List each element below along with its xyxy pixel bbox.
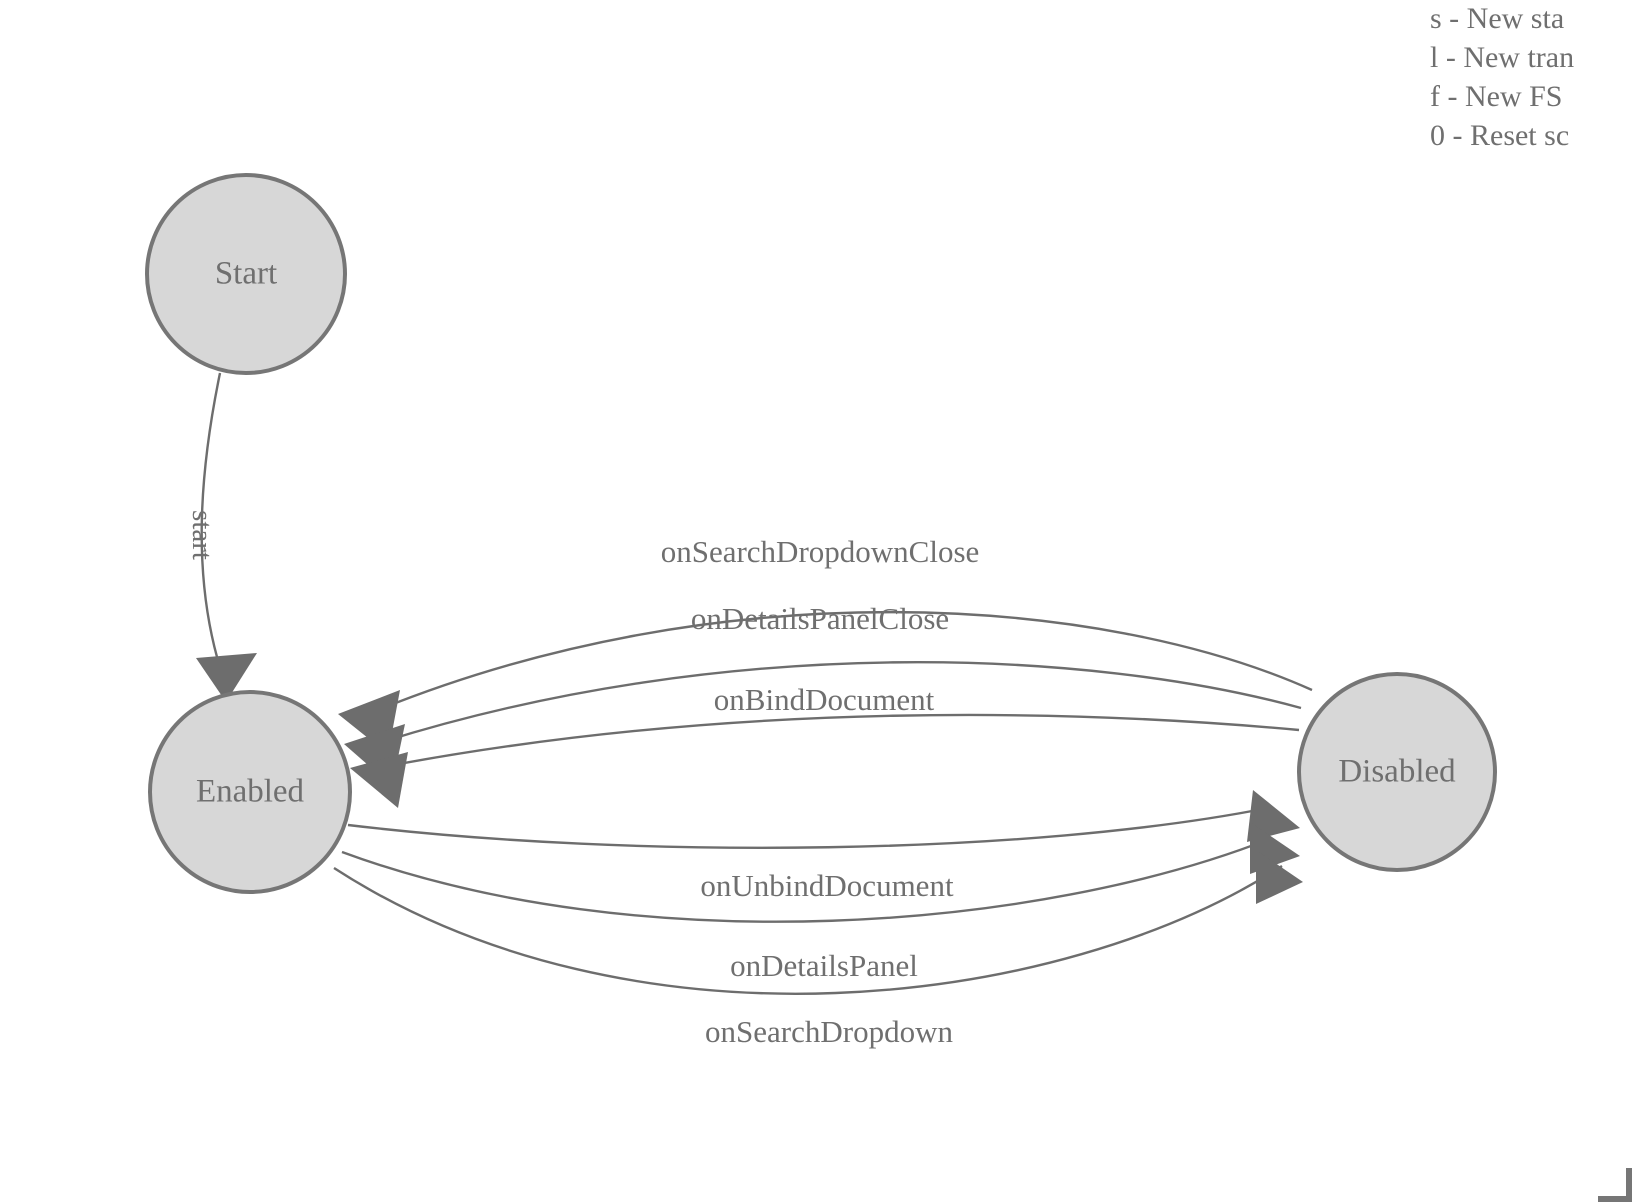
help-line: f - New FS: [1430, 80, 1563, 113]
transition-curve[interactable]: [200, 372, 226, 681]
help-line: s - New sta: [1430, 2, 1564, 35]
transition-curve[interactable]: [347, 806, 1269, 849]
transition-label[interactable]: start: [186, 510, 218, 560]
transition-curve[interactable]: [372, 610, 1313, 714]
transition-curve[interactable]: [381, 661, 1302, 744]
transition-disabled-to-enabled-bind-document[interactable]: [350, 713, 1300, 808]
transition-label[interactable]: onBindDocument: [714, 682, 935, 717]
transition-disabled-to-enabled-details-panel-close[interactable]: [344, 661, 1302, 786]
transition-arrowhead-icon: [196, 653, 257, 702]
resize-corner-vertical[interactable]: [1626, 1168, 1632, 1202]
transition-enabled-to-disabled-search-dropdown[interactable]: [333, 850, 1303, 995]
state-node-start[interactable]: Start: [145, 173, 347, 375]
help-line: l - New tran: [1430, 41, 1574, 74]
transition-arrowhead-icon: [350, 752, 408, 808]
transition-start-to-enabled[interactable]: [196, 372, 257, 702]
transition-curve[interactable]: [387, 713, 1300, 768]
state-node-disabled[interactable]: Disabled: [1297, 672, 1497, 872]
transition-curve[interactable]: [333, 864, 1283, 995]
state-circle[interactable]: [1297, 672, 1497, 872]
state-node-enabled[interactable]: Enabled: [148, 690, 352, 894]
transition-labels-layer: start onSearchDropdownClose onDetailsPanel…: [186, 510, 979, 1049]
transition-label[interactable]: onSearchDropdown: [705, 1014, 953, 1049]
state-circle[interactable]: [145, 173, 347, 375]
transition-curve[interactable]: [341, 836, 1273, 923]
transitions-layer: [196, 372, 1313, 995]
transition-label[interactable]: onDetailsPanel: [730, 948, 918, 983]
state-label: Enabled: [196, 774, 305, 810]
help-line: 0 - Reset sc: [1430, 119, 1569, 152]
state-circle[interactable]: [148, 690, 352, 894]
transition-label[interactable]: onUnbindDocument: [700, 868, 954, 903]
transition-arrowhead-icon: [1256, 850, 1303, 904]
transition-enabled-to-disabled-unbind-document[interactable]: [347, 790, 1300, 849]
transition-label[interactable]: onDetailsPanelClose: [691, 601, 949, 636]
state-label: Disabled: [1338, 754, 1456, 790]
resize-corner-horizontal[interactable]: [1598, 1196, 1632, 1202]
transition-label[interactable]: onSearchDropdownClose: [661, 534, 980, 569]
state-label: Start: [215, 256, 277, 292]
help-overlay: s - New sta l - New tran f - New FS 0 - Res…: [1430, 2, 1574, 152]
